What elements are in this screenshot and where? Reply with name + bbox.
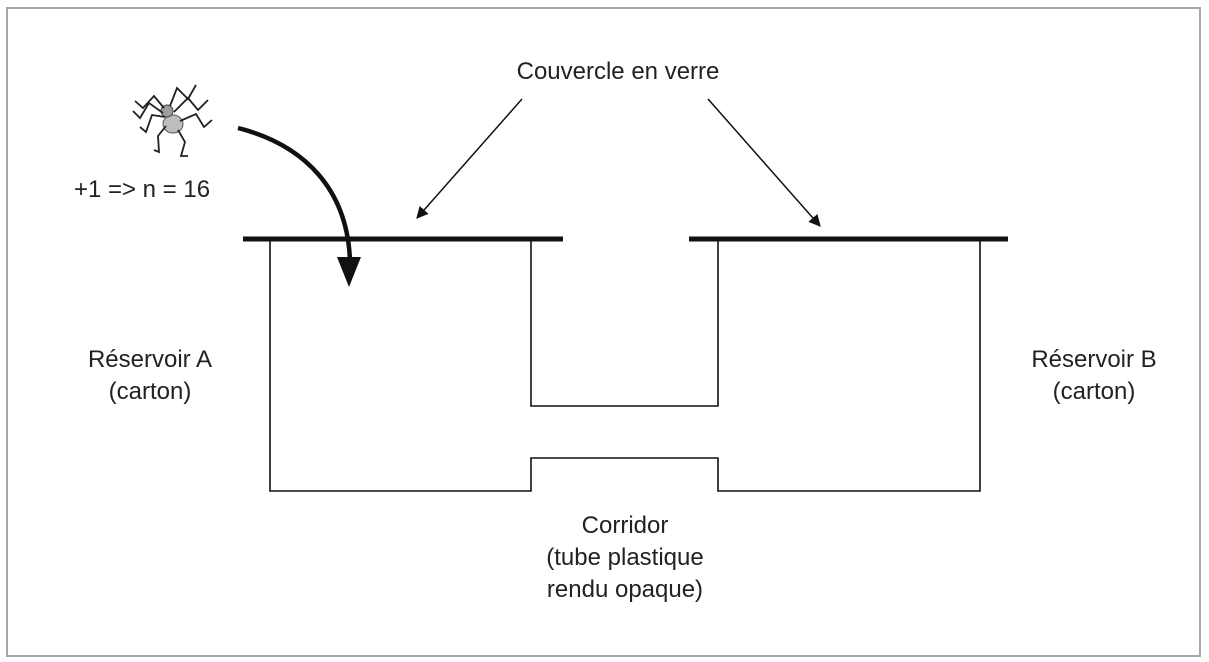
spider-icon <box>132 84 213 157</box>
reservoir-b-title: Réservoir B <box>1031 346 1157 373</box>
corridor-label: Corridor (tube plastique rendu opaque) <box>520 510 730 606</box>
reservoir-a-material: (carton) <box>108 378 192 405</box>
curved-arrow-icon <box>237 125 361 287</box>
reservoir-a-outline <box>269 239 981 492</box>
reservoir-a-label: Réservoir A (carton) <box>66 344 234 408</box>
corridor-material-line2: rendu opaque) <box>546 576 704 603</box>
lid-pointer-arrow-left <box>416 98 523 219</box>
spider-count-label: +1 => n = 16 <box>73 176 211 203</box>
reservoir-b-label: Réservoir B (carton) <box>1010 344 1178 408</box>
corridor-upper-wall <box>530 239 719 407</box>
corridor-title: Corridor <box>581 512 669 539</box>
reservoir-b-material: (carton) <box>1052 378 1136 405</box>
corridor-material-line1: (tube plastique <box>546 544 704 571</box>
lid-pointer-arrow-right <box>707 98 821 227</box>
reservoir-a-title: Réservoir A <box>87 346 213 373</box>
glass-lid-label: Couvercle en verre <box>516 58 720 85</box>
figure-frame <box>6 7 1201 657</box>
